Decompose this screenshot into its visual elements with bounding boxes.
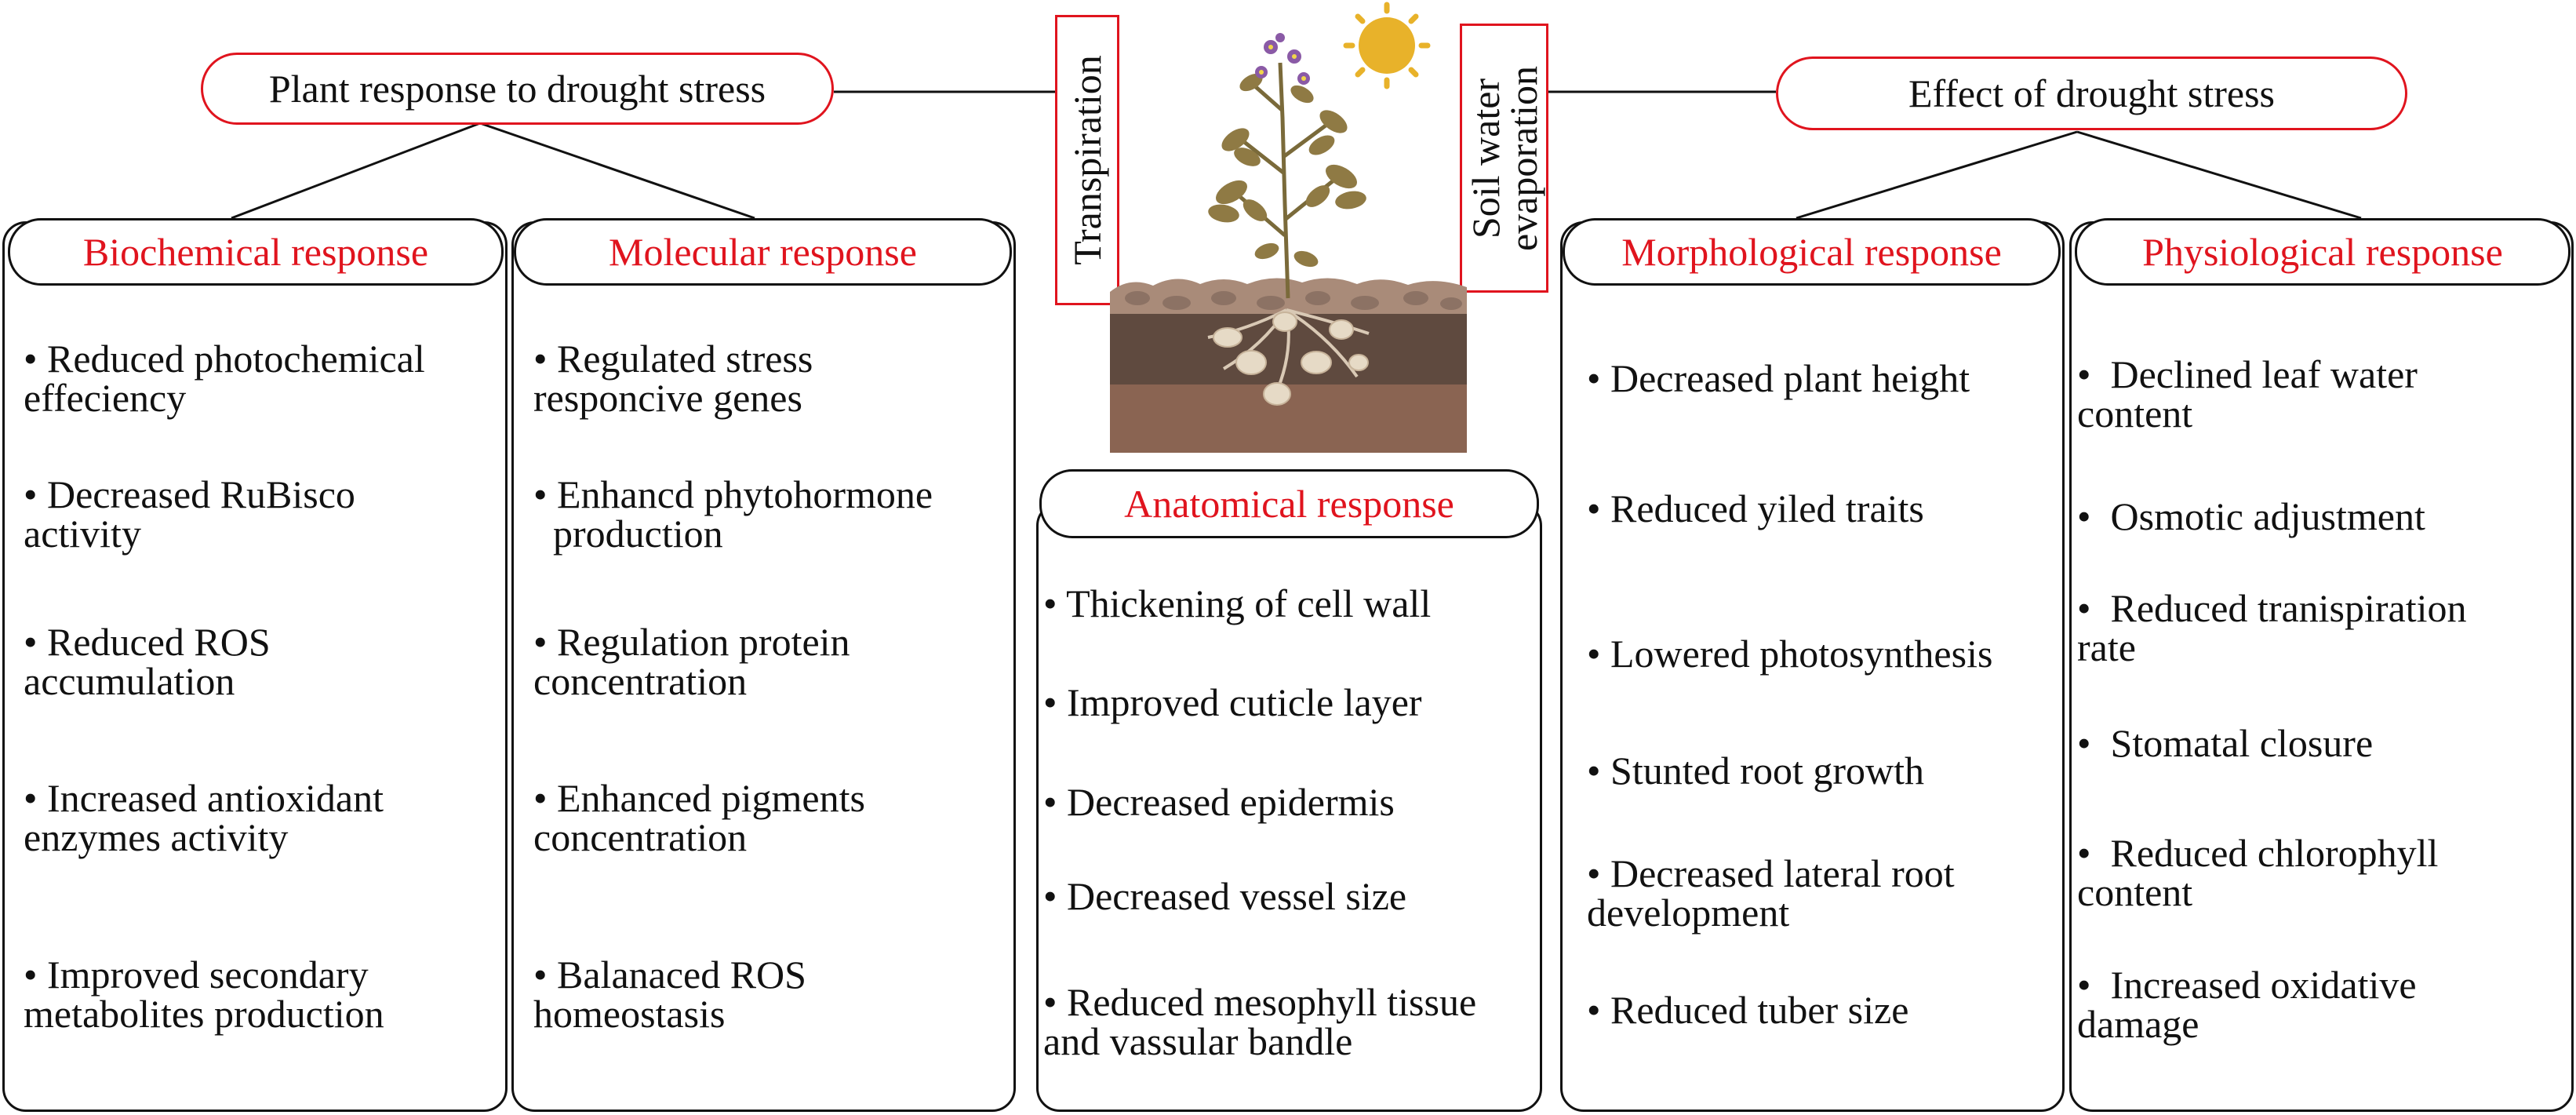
molecular-item: • Balanaced ROS homeostasis <box>533 953 806 1036</box>
biochemical-item: • Improved secondary metabolites product… <box>24 953 384 1036</box>
connector-left-to-biochemical <box>231 122 481 220</box>
anatomical-panel <box>1036 502 1542 1112</box>
physiological-item: • Increased oxidative damage <box>2077 963 2417 1046</box>
anatomical-item: • Improved cuticle layer <box>1043 680 1422 724</box>
biochemical-item: • Decreased RuBisco activity <box>24 472 355 556</box>
anatomical-item: • Reduced mesophyll tissue and vassular … <box>1043 980 1477 1063</box>
morphological-item: • Decreased lateral root development <box>1587 851 1955 935</box>
physiological-panel <box>2069 221 2574 1112</box>
physiological-item: • Osmotic adjustment <box>2077 494 2425 538</box>
potato-plant-illustration <box>1110 2 1467 453</box>
morphological-title: Morphological response <box>1563 218 2061 286</box>
transpiration-label: Transpiration <box>1065 55 1109 265</box>
morphological-item: • Reduced tuber size <box>1587 988 1909 1032</box>
connector-right-to-physiological <box>2076 130 2362 220</box>
physiological-item: • Reduced chlorophyll content <box>2077 831 2439 914</box>
right-title: Effect of drought stress <box>1776 56 2407 130</box>
biochemical-panel <box>2 221 508 1112</box>
biochemical-item: • Reduced photochemical effeciency <box>24 337 425 420</box>
sun-icon <box>1343 2 1431 89</box>
connector-left-to-molecular <box>479 122 755 220</box>
left-title: Plant response to drought stress <box>201 53 834 125</box>
physiological-item: • Stomatal closure <box>2077 721 2374 765</box>
physiological-title: Physiological response <box>2075 218 2571 286</box>
evaporation-box: Soil water evaporation <box>1460 24 1548 293</box>
evaporation-label: Soil water evaporation <box>1463 65 1545 251</box>
molecular-item: • Enhancd phytohormone production <box>533 472 933 556</box>
physiological-item: • Declined leaf water content <box>2077 352 2418 435</box>
anatomical-title: Anatomical response <box>1039 469 1539 538</box>
connector-right-to-morphological <box>1796 130 2078 220</box>
anatomical-item: • Decreased epidermis <box>1043 780 1395 824</box>
morphological-item: • Stunted root growth <box>1587 749 1924 793</box>
morphological-panel <box>1560 221 2065 1112</box>
molecular-title: Molecular response <box>514 218 1012 286</box>
molecular-item: • Regulation protein concentration <box>533 620 850 703</box>
anatomical-item: • Thickening of cell wall <box>1043 581 1432 625</box>
biochemical-item: • Reduced ROS accumulation <box>24 620 271 703</box>
biochemical-item: • Increased antioxidant enzymes activity <box>24 776 384 859</box>
molecular-panel <box>511 221 1016 1112</box>
morphological-item: • Decreased plant height <box>1587 356 1970 400</box>
physiological-item: • Reduced tranispiration rate <box>2077 586 2467 669</box>
molecular-item: • Regulated stress responcive genes <box>533 337 813 420</box>
morphological-item: • Reduced yiled traits <box>1587 486 1924 530</box>
biochemical-title: Biochemical response <box>8 218 504 286</box>
morphological-item: • Lowered photosynthesis <box>1587 632 1993 676</box>
transpiration-box: Transpiration <box>1055 15 1119 305</box>
anatomical-item: • Decreased vessel size <box>1043 874 1407 918</box>
molecular-item: • Enhanced pigments concentration <box>533 776 865 859</box>
